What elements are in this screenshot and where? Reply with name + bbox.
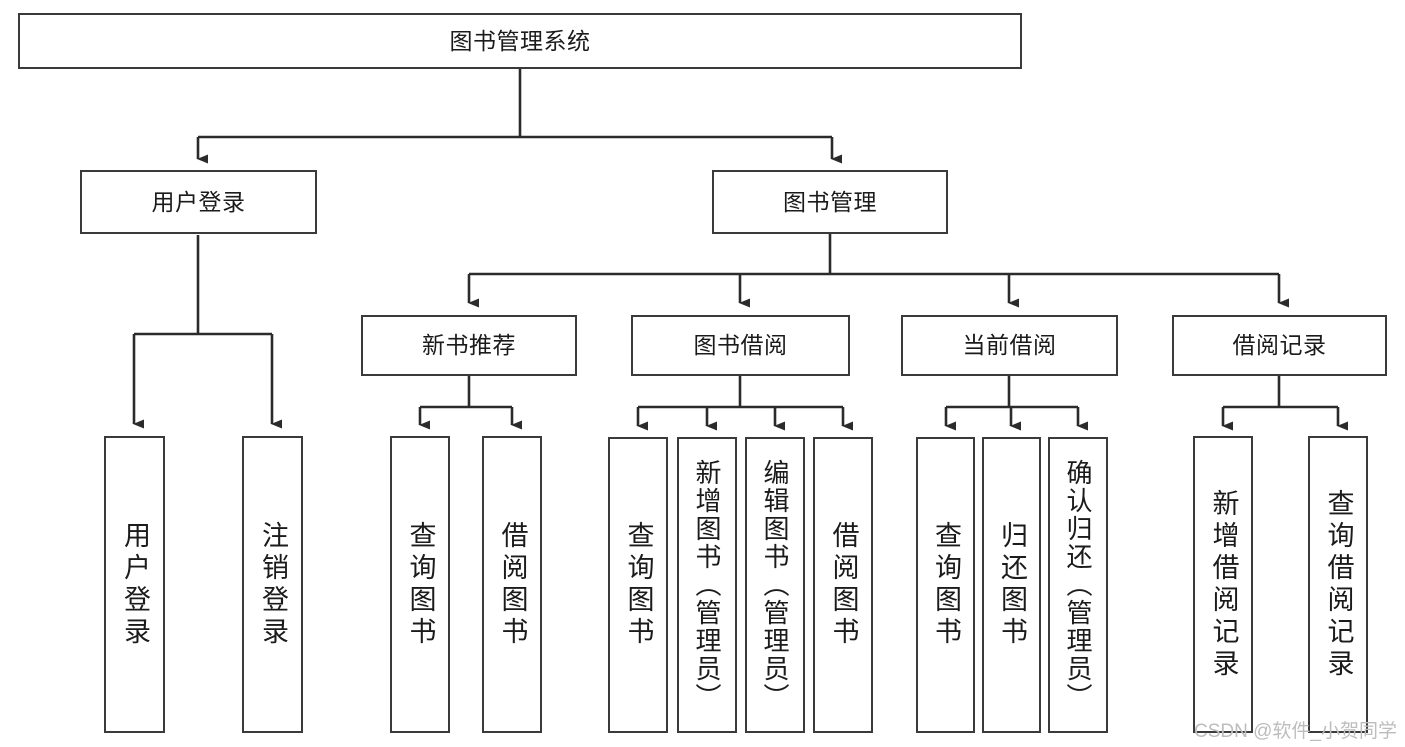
node-leaf-edit-book[interactable]: 编辑图书（管理员）: [745, 437, 805, 733]
node-leaf-query-record-label: 查询借阅记录: [1323, 488, 1354, 681]
node-leaf-borrow-book-2[interactable]: 借阅图书: [813, 437, 873, 733]
node-root-label: 图书管理系统: [449, 27, 591, 54]
node-current-borrow-label: 当前借阅: [962, 332, 1057, 359]
node-book-management-label: 图书管理: [783, 188, 877, 215]
node-leaf-borrow-book-2-label: 借阅图书: [828, 521, 859, 649]
node-leaf-confirm-return[interactable]: 确认归还（管理员）: [1048, 437, 1108, 733]
node-leaf-logout-login-label: 注销登录: [258, 520, 288, 649]
node-book-borrow[interactable]: 图书借阅: [631, 315, 850, 376]
node-leaf-add-book[interactable]: 新增图书（管理员）: [677, 437, 737, 733]
node-leaf-query-book-1[interactable]: 查询图书: [390, 436, 450, 733]
node-leaf-query-record[interactable]: 查询借阅记录: [1308, 436, 1368, 733]
node-book-management[interactable]: 图书管理: [712, 170, 948, 234]
node-leaf-user-login-label: 用户登录: [120, 520, 150, 649]
node-root[interactable]: 图书管理系统: [18, 13, 1022, 69]
node-leaf-confirm-return-label: 确认归还（管理员）: [1063, 459, 1093, 711]
node-leaf-return-book[interactable]: 归还图书: [982, 437, 1041, 733]
node-leaf-edit-book-label: 编辑图书（管理员）: [760, 459, 790, 711]
node-book-borrow-label: 图书借阅: [693, 332, 788, 359]
node-leaf-user-login[interactable]: 用户登录: [104, 436, 165, 733]
watermark: CSDN @软件_小贺同学: [1194, 721, 1397, 742]
node-new-book-recommend-label: 新书推荐: [422, 332, 516, 359]
node-user-login[interactable]: 用户登录: [80, 170, 317, 234]
node-borrow-record[interactable]: 借阅记录: [1172, 315, 1387, 376]
node-new-book-recommend[interactable]: 新书推荐: [361, 315, 577, 376]
node-current-borrow[interactable]: 当前借阅: [901, 315, 1118, 376]
node-user-login-label: 用户登录: [151, 188, 246, 215]
node-leaf-query-book-2-label: 查询图书: [623, 521, 654, 649]
node-leaf-add-record[interactable]: 新增借阅记录: [1193, 436, 1253, 733]
node-leaf-logout-login[interactable]: 注销登录: [242, 436, 303, 733]
node-leaf-borrow-book-1[interactable]: 借阅图书: [482, 436, 542, 733]
node-leaf-query-book-2[interactable]: 查询图书: [608, 437, 668, 733]
node-leaf-borrow-book-1-label: 借阅图书: [497, 520, 528, 649]
node-leaf-return-book-label: 归还图书: [997, 521, 1027, 649]
node-leaf-add-record-label: 新增借阅记录: [1208, 488, 1239, 681]
node-leaf-add-book-label: 新增图书（管理员）: [692, 459, 722, 711]
node-borrow-record-label: 借阅记录: [1232, 332, 1327, 359]
node-leaf-query-book-3[interactable]: 查询图书: [916, 437, 975, 733]
node-leaf-query-book-3-label: 查询图书: [931, 521, 961, 649]
node-leaf-query-book-1-label: 查询图书: [405, 520, 436, 649]
